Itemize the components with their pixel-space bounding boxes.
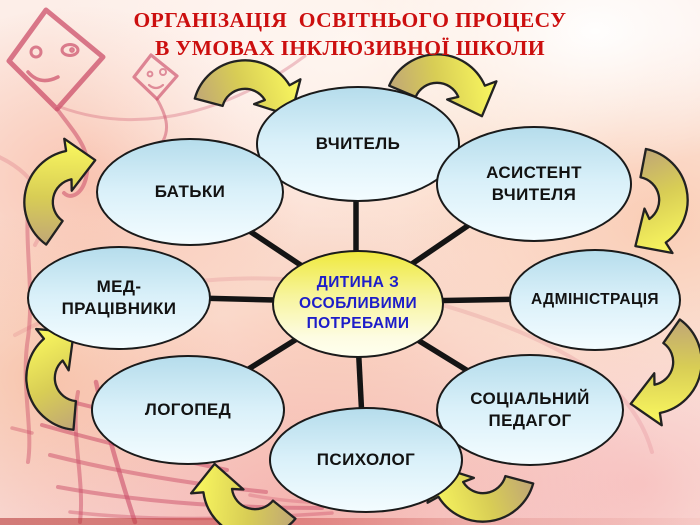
bottom-edge-stripe [0, 518, 700, 525]
node-administration: АДМІНІСТРАЦІЯ [509, 249, 681, 351]
crayon-squiggle-left [23, 188, 33, 464]
slide-title: ОРГАНІЗАЦІЯ ОСВІТНЬОГО ПРОЦЕСУ В УМОВАХ … [0, 6, 700, 63]
node-label: ВЧИТЕЛЬ [315, 134, 401, 154]
node-label: МЕД-ПРАЦІВНИКИ [61, 277, 177, 318]
title-line-1: ОРГАНІЗАЦІЯ ОСВІТНЬОГО ПРОЦЕСУ [133, 8, 567, 32]
kite-tail [55, 107, 90, 198]
node-label: ЛОГОПЕД [144, 400, 232, 420]
node-teacher: ВЧИТЕЛЬ [256, 86, 460, 202]
node-medical-workers: МЕД-ПРАЦІВНИКИ [27, 246, 211, 350]
cycle-arrow-med-parents [14, 131, 100, 253]
node-speech-therapist: ЛОГОПЕД [91, 355, 285, 465]
center-node-label: ДИТИНА З ОСОБЛИВИМИ ПОТРЕБАМИ [298, 274, 418, 333]
kite-eye-right [60, 43, 80, 57]
title-line-2: В УМОВАХ ІНКЛЮЗИВНОЇ ШКОЛИ [155, 36, 545, 61]
kite-smile [26, 70, 60, 83]
node-label: АСИСТЕНТ ВЧИТЕЛЯ [486, 163, 582, 204]
node-teacher-assistant: АСИСТЕНТ ВЧИТЕЛЯ [436, 126, 632, 242]
node-child-with-special-needs: ДИТИНА З ОСОБЛИВИМИ ПОТРЕБАМИ [272, 250, 444, 358]
node-label: СОЦІАЛЬНИЙ ПЕДАГОГ [470, 389, 590, 430]
node-label: АДМІНІСТРАЦІЯ [531, 291, 659, 309]
node-label: ПСИХОЛОГ [316, 450, 416, 470]
node-parents: БАТЬКИ [96, 138, 284, 246]
kite-eye-left [29, 45, 43, 59]
node-social-pedagogue: СОЦІАЛЬНИЙ ПЕДАГОГ [436, 354, 624, 466]
node-label: БАТЬКИ [154, 182, 226, 202]
kite-drawing-small [132, 53, 179, 143]
node-psychologist: ПСИХОЛОГ [269, 407, 463, 513]
